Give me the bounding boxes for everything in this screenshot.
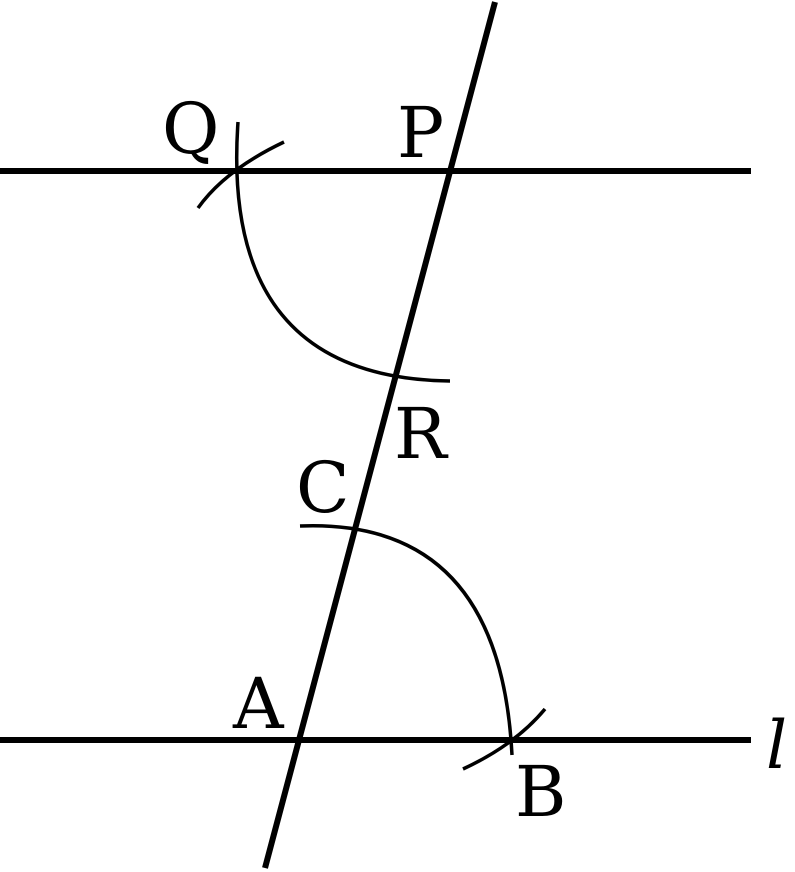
- label-c: C: [296, 447, 350, 529]
- tick-arc-at-q: [196, 140, 285, 210]
- label-q: Q: [162, 88, 219, 170]
- label-a: A: [232, 663, 285, 745]
- label-b: B: [515, 751, 566, 833]
- label-p: P: [397, 92, 444, 174]
- transversal-line: [262, 1, 498, 869]
- arc-qr-around-p: [235, 121, 451, 383]
- label-line-l: l: [766, 707, 787, 784]
- arc-cb-around-a: [299, 524, 514, 756]
- label-r: R: [394, 393, 449, 475]
- tick-arc-at-b: [462, 707, 547, 771]
